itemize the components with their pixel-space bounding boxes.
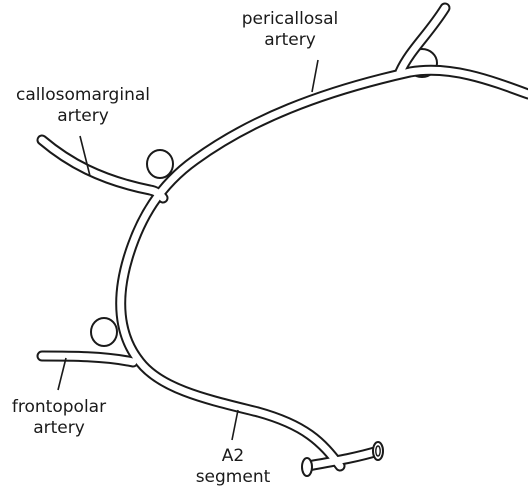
tube-end-right — [372, 441, 384, 461]
label-frontopolar-line2: artery — [33, 418, 85, 438]
aneurysm-frontopolar — [90, 317, 118, 347]
leader-callosomarginal — [79, 135, 91, 177]
label-callosomarginal-line1: callosomarginal — [16, 85, 150, 105]
leader-pericallosal — [311, 59, 319, 93]
leader-frontopolar — [57, 357, 67, 391]
label-pericallosal-line2: artery — [264, 30, 316, 50]
label-a2-line2: segment — [195, 467, 271, 487]
label-a2-line1: A2 — [221, 446, 245, 466]
tube-ends — [301, 441, 384, 477]
label-pericallosal-line1: pericallosal — [241, 9, 339, 29]
label-frontopolar-line1: frontopolar — [11, 397, 107, 417]
vessel-lumens — [38, 4, 528, 470]
aneurysm-callosomarginal — [146, 149, 174, 179]
tube-end-left — [301, 457, 313, 477]
main-vessel — [115, 64, 528, 472]
label-callosomarginal-artery: callosomarginal artery — [8, 85, 158, 127]
label-frontopolar-artery: frontopolar artery — [0, 397, 118, 439]
leader-lines — [57, 59, 319, 441]
leader-a2 — [231, 409, 239, 441]
label-callosomarginal-line2: artery — [57, 106, 109, 126]
label-a2-segment: A2 segment — [188, 446, 278, 488]
label-pericallosal-artery: pericallosal artery — [225, 9, 355, 51]
